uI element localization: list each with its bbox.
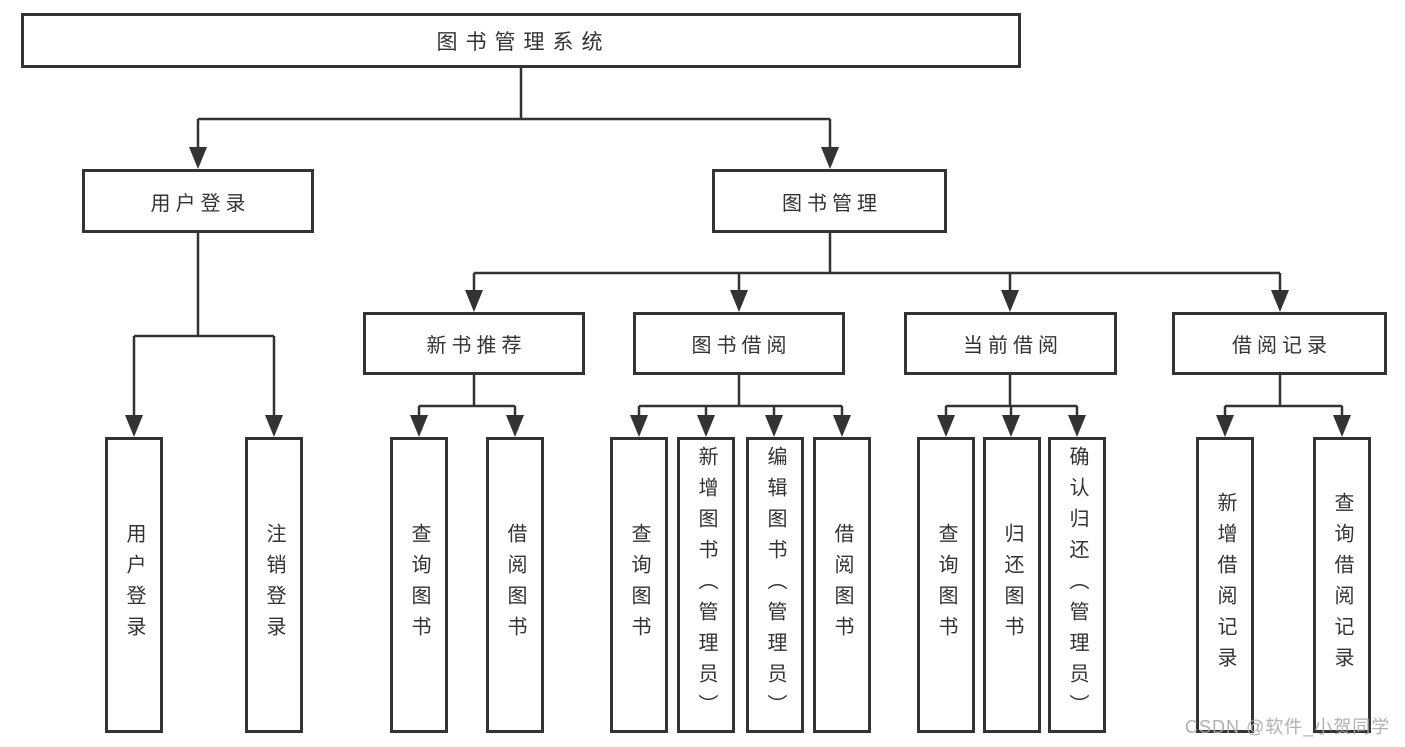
arrowhead bbox=[465, 290, 483, 312]
connector-current-borrowing-children bbox=[944, 375, 1079, 419]
node-add-borrow-record: 新增借阅记录 bbox=[1196, 437, 1254, 733]
node-label: 图书借阅 bbox=[691, 335, 792, 357]
node-query-books-current: 查询图书 bbox=[917, 437, 975, 733]
node-label: 借阅图书 bbox=[831, 523, 853, 647]
arrowhead bbox=[937, 415, 955, 437]
node-label: 借阅记录 bbox=[1232, 335, 1332, 357]
node-label: 注销登录 bbox=[263, 523, 285, 647]
arrowhead bbox=[821, 147, 839, 169]
node-label: 新增借阅记录 bbox=[1214, 492, 1236, 678]
node-query-books-recommend: 查询图书 bbox=[390, 437, 448, 733]
node-add-book-admin: 新增图书（管理员） bbox=[677, 437, 735, 733]
node-query-borrow-record: 查询借阅记录 bbox=[1313, 437, 1371, 733]
node-label: 查询图书 bbox=[408, 523, 430, 647]
node-label: 新书推荐 bbox=[426, 335, 527, 357]
node-label: 当前借阅 bbox=[963, 335, 1063, 357]
node-confirm-return-admin: 确认归还（管理员） bbox=[1048, 437, 1106, 733]
node-label: 图书管理系统 bbox=[436, 30, 611, 54]
node-label: 借阅图书 bbox=[504, 523, 526, 647]
node-query-books-borrowing: 查询图书 bbox=[610, 437, 668, 733]
arrowhead bbox=[410, 415, 428, 437]
node-logout-leaf: 注销登录 bbox=[245, 437, 303, 733]
arrowhead bbox=[630, 415, 648, 437]
node-borrowing-records: 借阅记录 bbox=[1172, 312, 1387, 375]
arrowhead bbox=[1002, 415, 1020, 437]
arrowhead bbox=[1068, 415, 1086, 437]
node-label: 新增图书（管理员） bbox=[695, 445, 717, 725]
node-label: 查询借阅记录 bbox=[1331, 492, 1353, 678]
arrowhead bbox=[265, 415, 283, 437]
node-label: 编辑图书（管理员） bbox=[764, 445, 786, 725]
arrowhead bbox=[1333, 415, 1351, 437]
arrowhead bbox=[765, 415, 783, 437]
node-current-borrowing: 当前借阅 bbox=[904, 312, 1117, 375]
node-label: 图书管理 bbox=[782, 192, 882, 215]
node-label: 查询图书 bbox=[935, 523, 957, 647]
arrowhead bbox=[189, 147, 207, 169]
arrowhead bbox=[833, 415, 851, 437]
node-new-book-recommendation: 新书推荐 bbox=[363, 312, 585, 375]
connector-borrowing-records-children bbox=[1223, 375, 1344, 419]
node-label: 归还图书 bbox=[1001, 523, 1023, 647]
node-edit-book-admin: 编辑图书（管理员） bbox=[746, 437, 804, 733]
arrowhead bbox=[730, 290, 748, 312]
arrowhead bbox=[697, 415, 715, 437]
node-book-management: 图书管理 bbox=[712, 169, 947, 233]
node-label: 确认归还（管理员） bbox=[1066, 445, 1088, 725]
node-user-login: 用户登录 bbox=[82, 169, 314, 233]
node-borrow-books-recommend: 借阅图书 bbox=[486, 437, 544, 733]
node-return-books: 归还图书 bbox=[983, 437, 1041, 733]
node-library-management-system: 图书管理系统 bbox=[21, 13, 1021, 68]
connector-user-login-children bbox=[132, 233, 276, 419]
node-label: 用户登录 bbox=[150, 192, 251, 215]
connector-root-to-level2 bbox=[196, 68, 832, 151]
arrowhead bbox=[1271, 290, 1289, 312]
arrowhead bbox=[1001, 290, 1019, 312]
connector-book-borrowing-children bbox=[637, 375, 844, 419]
node-borrow-books-leaf: 借阅图书 bbox=[813, 437, 871, 733]
connector-book-management-children bbox=[472, 233, 1282, 296]
arrowhead bbox=[125, 415, 143, 437]
connector-new-book-rec-children bbox=[417, 375, 517, 419]
node-user-login-leaf: 用户登录 bbox=[105, 437, 163, 733]
node-book-borrowing: 图书借阅 bbox=[633, 312, 845, 375]
arrowhead bbox=[1216, 415, 1234, 437]
csdn-watermark: CSDN @软件_小贺同学 bbox=[1185, 717, 1391, 737]
arrowhead bbox=[506, 415, 524, 437]
node-label: 查询图书 bbox=[628, 523, 650, 647]
node-label: 用户登录 bbox=[123, 523, 145, 647]
